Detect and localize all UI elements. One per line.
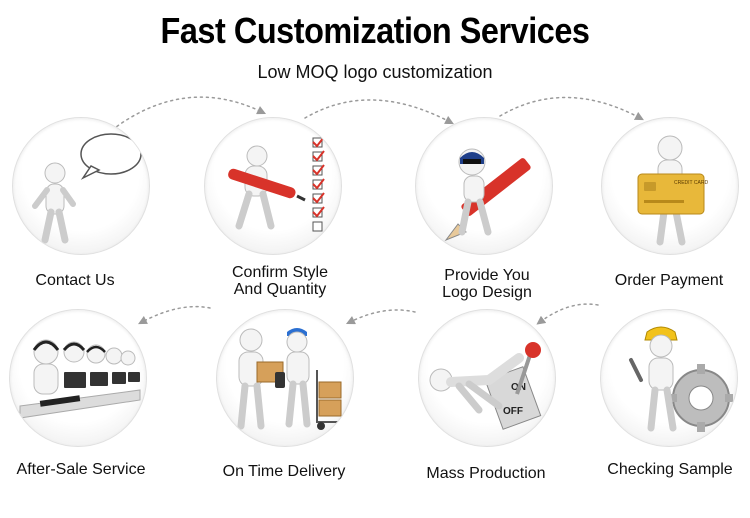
step-confirm-style-label: Confirm Style And Quantity (185, 264, 375, 298)
gear-worker-figure-icon (601, 310, 737, 446)
arrow-3-4 (500, 97, 640, 118)
step-logo-design-label: Provide You Logo Design (392, 267, 582, 301)
step-logo-design-circle (415, 117, 553, 255)
switch-lever-figure-icon: ON OFF (419, 310, 555, 446)
step-confirm-style-circle (204, 117, 342, 255)
credit-card-figure-icon: CREDIT CARD (602, 118, 738, 254)
step-mass-production-circle: ON OFF (418, 309, 556, 447)
step-checking-sample-label: Checking Sample (575, 461, 750, 478)
chat-bubble-figure-icon (13, 118, 149, 254)
arrow-5-6 (540, 304, 598, 322)
step-order-payment-label: Order Payment (574, 272, 750, 289)
arrow-7-8 (142, 307, 210, 322)
step-order-payment-circle: CREDIT CARD (601, 117, 739, 255)
pencil-figure-icon (416, 118, 552, 254)
arrow-2-3 (305, 100, 450, 122)
step-contact-us-circle (12, 117, 150, 255)
card-text: CREDIT CARD (674, 180, 708, 186)
step-delivery-circle (216, 309, 354, 447)
step-after-sale-circle (9, 309, 147, 447)
step-delivery-label: On Time Delivery (189, 463, 379, 480)
switch-off-text: OFF (503, 406, 523, 417)
step-mass-production-label: Mass Production (391, 465, 581, 482)
step-checking-sample-circle (600, 309, 738, 447)
checklist-pen-figure-icon (205, 118, 341, 254)
call-center-figures-icon (10, 310, 146, 446)
step-after-sale-label: After-Sale Service (0, 461, 176, 478)
arrow-6-7 (350, 310, 415, 322)
step-contact-us-label: Contact Us (0, 272, 170, 289)
delivery-figures-icon (217, 310, 353, 446)
